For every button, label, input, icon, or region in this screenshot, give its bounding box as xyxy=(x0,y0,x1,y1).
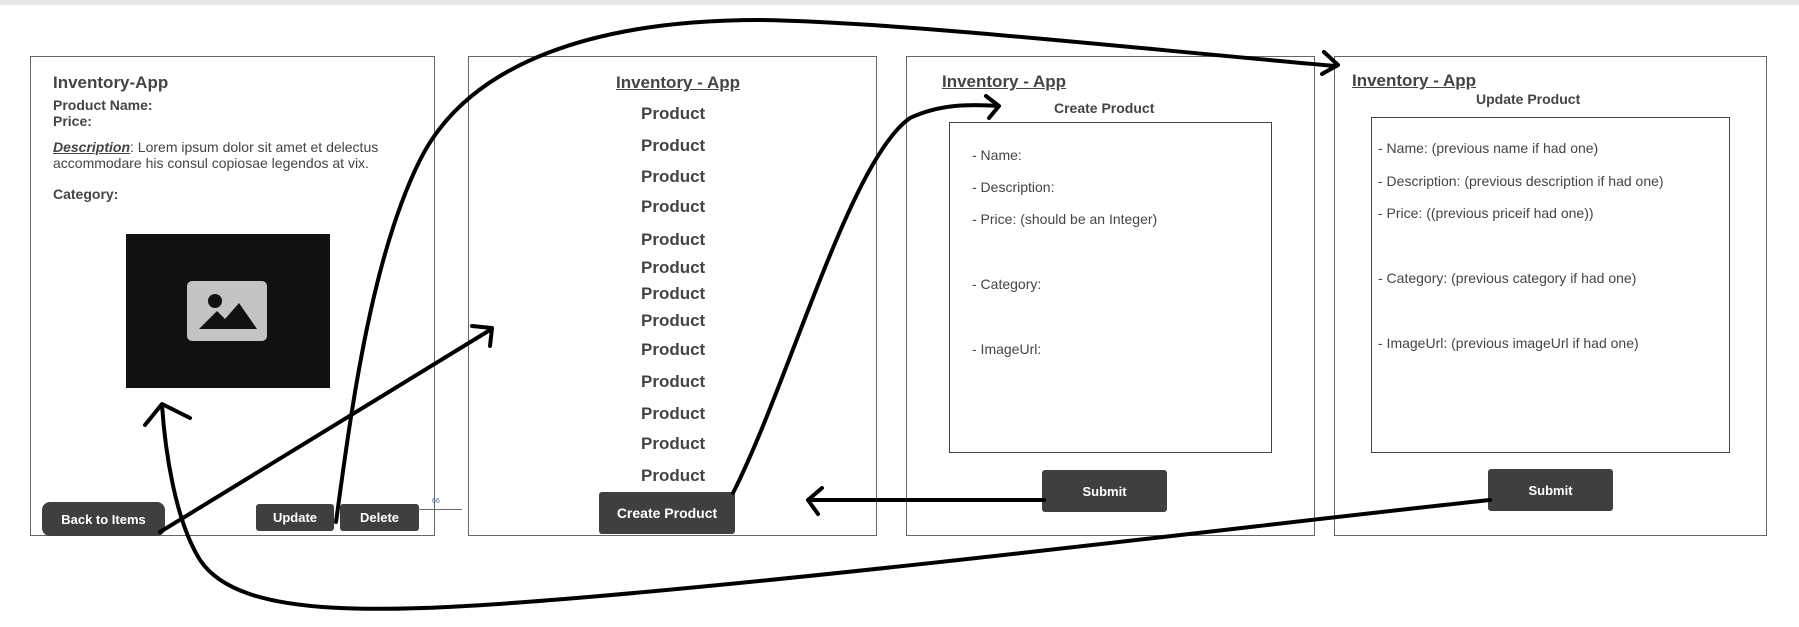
update-product-form: - Name: (previous name if had one) - Des… xyxy=(1371,117,1730,453)
product-item[interactable]: Product xyxy=(641,284,706,303)
submit-button[interactable]: Submit xyxy=(1488,469,1613,511)
image-placeholder-icon xyxy=(187,281,267,341)
price-field[interactable]: - Price: ((previous priceif had one)) xyxy=(1378,205,1594,221)
product-image xyxy=(126,234,330,388)
description: Description: Lorem ipsum dolor sit amet … xyxy=(53,139,378,155)
category-field[interactable]: - Category: (previous category if had on… xyxy=(1378,270,1637,286)
product-item[interactable]: Product xyxy=(641,404,706,423)
image-url-field[interactable]: - ImageUrl: (previous imageUrl if had on… xyxy=(1378,335,1639,351)
top-bar xyxy=(0,0,1799,5)
product-name-label: Product Name: xyxy=(53,97,153,113)
description-label: Description xyxy=(53,139,131,155)
create-product-heading: Create Product xyxy=(1054,100,1155,116)
description-field[interactable]: - Description: xyxy=(972,179,1055,195)
category-label: Category: xyxy=(53,186,119,202)
app-title: Inventory - App xyxy=(942,72,1067,91)
category-field[interactable]: - Category: xyxy=(972,276,1042,292)
back-to-items-button[interactable]: Back to Items xyxy=(42,502,165,536)
update-button[interactable]: Update xyxy=(256,504,334,531)
product-item[interactable]: Product xyxy=(641,197,706,216)
update-product-heading: Update Product xyxy=(1476,91,1581,107)
product-item[interactable]: Product xyxy=(641,372,706,391)
small-marker: 66 xyxy=(432,498,440,505)
description-text: : Lorem ipsum dolor sit amet et delectus xyxy=(130,139,379,155)
create-product-button[interactable]: Create Product xyxy=(599,492,735,534)
description-text-line2: accommodare his consul copiosae legendos… xyxy=(53,155,369,171)
submit-button[interactable]: Submit xyxy=(1042,470,1167,512)
product-list-panel: Inventory - App Product Product Product … xyxy=(468,56,877,536)
update-product-panel: Inventory - App Update Product - Name: (… xyxy=(1334,56,1767,536)
product-item[interactable]: Product xyxy=(641,167,706,186)
product-item[interactable]: Product xyxy=(641,466,706,485)
product-item[interactable]: Product xyxy=(641,258,706,277)
create-product-form: - Name: - Description: - Price: (should … xyxy=(949,122,1272,453)
name-field[interactable]: - Name: (previous name if had one) xyxy=(1378,140,1599,156)
price-label: Price: xyxy=(53,113,92,129)
app-title: Inventory - App xyxy=(616,73,741,92)
product-item[interactable]: Product xyxy=(641,104,706,123)
price-field[interactable]: - Price: (should be an Integer) xyxy=(972,211,1158,227)
product-item[interactable]: Product xyxy=(641,230,706,249)
description-field[interactable]: - Description: (previous description if … xyxy=(1378,173,1664,189)
app-title: Inventory-App xyxy=(53,73,169,92)
delete-button[interactable]: Delete xyxy=(340,504,419,531)
product-item[interactable]: Product xyxy=(641,311,706,330)
marker-line xyxy=(418,509,462,510)
name-field[interactable]: - Name: xyxy=(972,147,1022,163)
product-item[interactable]: Product xyxy=(641,340,706,359)
image-url-field[interactable]: - ImageUrl: xyxy=(972,341,1042,357)
product-item[interactable]: Product xyxy=(641,136,706,155)
product-detail-panel: Inventory-App Product Name: Price: Descr… xyxy=(30,56,435,536)
app-title: Inventory - App xyxy=(1352,71,1477,90)
product-item[interactable]: Product xyxy=(641,434,706,453)
create-product-panel: Inventory - App Create Product - Name: -… xyxy=(906,56,1315,536)
